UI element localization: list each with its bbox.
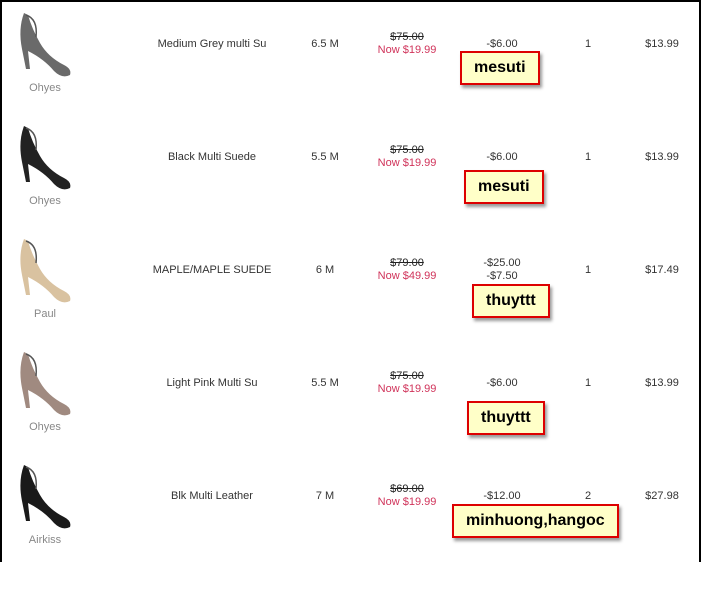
discounts: -$12.00 bbox=[472, 490, 532, 503]
quantity: 1 bbox=[584, 377, 592, 389]
discount-amount: -$6.00 bbox=[486, 38, 518, 50]
brand-name: Airkiss bbox=[28, 534, 62, 546]
quantity: 1 bbox=[584, 38, 592, 50]
line-total: $13.99 bbox=[645, 151, 679, 163]
brand-name: Ohyes bbox=[29, 82, 61, 94]
size: 6 M bbox=[315, 264, 335, 276]
shoe-image[interactable] bbox=[14, 461, 76, 533]
brand-name: Paul bbox=[33, 308, 57, 320]
discount-amount: -$12.00 bbox=[483, 490, 521, 502]
line-total: $27.98 bbox=[645, 490, 679, 502]
shoe-image[interactable] bbox=[14, 348, 76, 420]
line-total: $13.99 bbox=[645, 38, 679, 50]
discounts: -$6.00 bbox=[472, 38, 532, 51]
discount-amount: -$7.50 bbox=[486, 270, 518, 282]
sale-price: Now $19.99 bbox=[377, 383, 437, 395]
size: 7 M bbox=[315, 490, 335, 502]
annotation-note: thuyttt bbox=[467, 401, 545, 435]
line-total: $17.49 bbox=[645, 264, 679, 276]
original-price: $79.00 bbox=[390, 257, 424, 269]
discount-amount: -$6.00 bbox=[486, 377, 518, 389]
product-name[interactable]: Light Pink Multi Su bbox=[166, 377, 258, 389]
product-name[interactable]: Blk Multi Leather bbox=[171, 490, 253, 502]
size: 6.5 M bbox=[311, 38, 339, 50]
discount-amount: -$6.00 bbox=[486, 151, 518, 163]
discounts: -$6.00 bbox=[472, 377, 532, 390]
original-price: $75.00 bbox=[390, 31, 424, 43]
shoe-image[interactable] bbox=[14, 122, 76, 194]
sale-price: Now $19.99 bbox=[377, 496, 437, 508]
brand-name: Ohyes bbox=[29, 421, 61, 433]
annotation-note: mesuti bbox=[460, 51, 540, 85]
product-name[interactable]: Black Multi Suede bbox=[167, 151, 257, 163]
line-total: $13.99 bbox=[645, 377, 679, 389]
size: 5.5 M bbox=[311, 151, 339, 163]
quantity: 1 bbox=[584, 151, 592, 163]
sale-price: Now $19.99 bbox=[377, 157, 437, 169]
shoe-image[interactable] bbox=[14, 235, 76, 307]
original-price: $75.00 bbox=[390, 370, 424, 382]
sale-price: Now $19.99 bbox=[377, 44, 437, 56]
product-name[interactable]: MAPLE/MAPLE SUEDE bbox=[152, 264, 272, 276]
original-price: $75.00 bbox=[390, 144, 424, 156]
quantity: 2 bbox=[584, 490, 592, 502]
product-name[interactable]: Medium Grey multi Su bbox=[157, 38, 267, 50]
shoe-image[interactable] bbox=[14, 9, 76, 81]
discount-amount: -$25.00 bbox=[483, 257, 521, 269]
annotation-note: minhuong,hangoc bbox=[452, 504, 619, 538]
size: 5.5 M bbox=[311, 377, 339, 389]
annotation-note: mesuti bbox=[464, 170, 544, 204]
brand-name: Ohyes bbox=[29, 195, 61, 207]
original-price: $69.00 bbox=[390, 483, 424, 495]
quantity: 1 bbox=[584, 264, 592, 276]
sale-price: Now $49.99 bbox=[377, 270, 437, 282]
discounts: -$25.00-$7.50 bbox=[472, 257, 532, 283]
discounts: -$6.00 bbox=[472, 151, 532, 164]
annotation-note: thuyttt bbox=[472, 284, 550, 318]
